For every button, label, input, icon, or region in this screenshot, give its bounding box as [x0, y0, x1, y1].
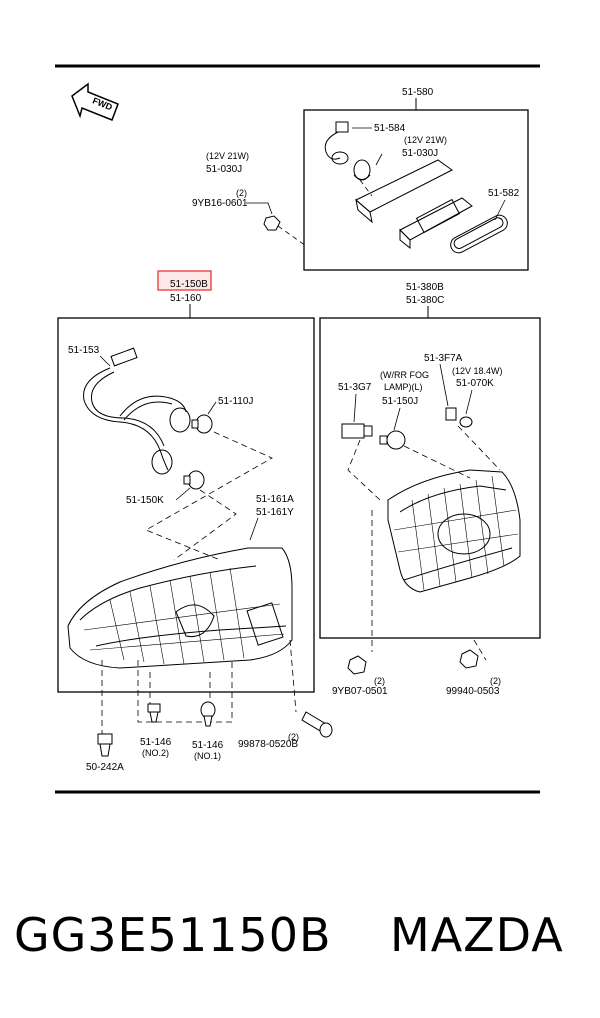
socket-icon-3g7 [341, 423, 373, 439]
label-qty-9yb07: (2) [374, 676, 385, 686]
label-51-110j: 51-110J [218, 396, 253, 407]
label-51-582: 51-582 [488, 188, 520, 199]
label-99940-0503: 99940-0503 [446, 686, 500, 697]
label-no1: (NO.1) [194, 751, 221, 761]
bulb-icon-right-small [459, 416, 473, 428]
label-51-161y: 51-161Y [256, 507, 294, 518]
label-51-070k: 51-070K [456, 378, 494, 389]
label-51-030j-top: 51-030J [402, 148, 438, 159]
rear-fog-lamp-drawing [387, 469, 521, 593]
label-51-030j-left: 51-030J [206, 164, 242, 175]
label-51-161a: 51-161A [256, 494, 294, 505]
label-9yb16-0601: 9YB16-0601 [192, 198, 248, 209]
nut-icon-9yb07 [347, 655, 367, 675]
label-qty-9yb16: (2) [236, 188, 247, 198]
connector-drawing [324, 121, 371, 181]
clip-icon-50-242a [97, 733, 113, 757]
right-box [319, 317, 541, 639]
footer-part-number: GG3E51150B [14, 908, 332, 962]
wiring-harness-drawing [83, 347, 191, 475]
label-spec-12v-21w-top: (12V 21W) [404, 135, 447, 145]
license-lamp-housing-drawing [355, 159, 473, 250]
clip-icon-51-146-no2 [147, 703, 161, 723]
socket-icon-3f7a [445, 407, 457, 421]
footer: GG3E51150B MAZDA [0, 900, 600, 980]
label-51-146-a: 51-146 [140, 737, 172, 748]
highlight-box [157, 270, 212, 291]
label-51-3f7a: 51-3F7A [424, 353, 463, 364]
fwd-arrow-icon: FWD [71, 82, 119, 121]
label-qty-99878: (2) [288, 732, 299, 742]
footer-brand: MAZDA [390, 908, 564, 962]
parts-diagram: FWD 51-580 51-584 (12V 21W) 51-030J 51-5… [55, 64, 541, 794]
label-51-380c: 51-380C [406, 295, 444, 306]
label-99878-0520b: 99878-0520B [238, 739, 298, 750]
label-51-150j: 51-150J [382, 396, 418, 407]
label-fog-line1: (W/RR FOG [380, 370, 429, 380]
label-51-146-b: 51-146 [192, 740, 224, 751]
label-qty-99940: (2) [490, 676, 501, 686]
clip-icon-51-146-no1 [200, 701, 216, 727]
label-51-580: 51-580 [402, 87, 434, 98]
nut-icon-99940 [459, 649, 479, 669]
label-50-242a: 50-242A [86, 762, 124, 773]
label-51-150k: 51-150K [126, 495, 164, 506]
label-9yb07-0501: 9YB07-0501 [332, 686, 388, 697]
label-no2: (NO.2) [142, 748, 169, 758]
label-51-160: 51-160 [170, 293, 202, 304]
screw-icon-99878 [301, 711, 333, 738]
label-fog-line2: LAMP)(L) [384, 382, 423, 392]
bulb-icon-right-large [379, 430, 406, 450]
label-spec-12v-18-4w: (12V 18.4W) [452, 366, 503, 376]
bulb-icon-left-upper [191, 414, 213, 434]
label-51-3g7: 51-3G7 [338, 382, 372, 393]
nut-icon [263, 215, 281, 231]
rear-combination-lamp-left-drawing [67, 547, 293, 669]
label-51-150b-highlight: 51-150B [170, 279, 208, 290]
label-51-153: 51-153 [68, 345, 100, 356]
label-51-584: 51-584 [374, 123, 406, 134]
left-box [57, 317, 315, 693]
label-spec-12v-21w-left: (12V 21W) [206, 151, 249, 161]
label-51-380b: 51-380B [406, 282, 444, 293]
gasket-drawing [450, 214, 508, 254]
bulb-icon-left-lower [183, 470, 205, 490]
